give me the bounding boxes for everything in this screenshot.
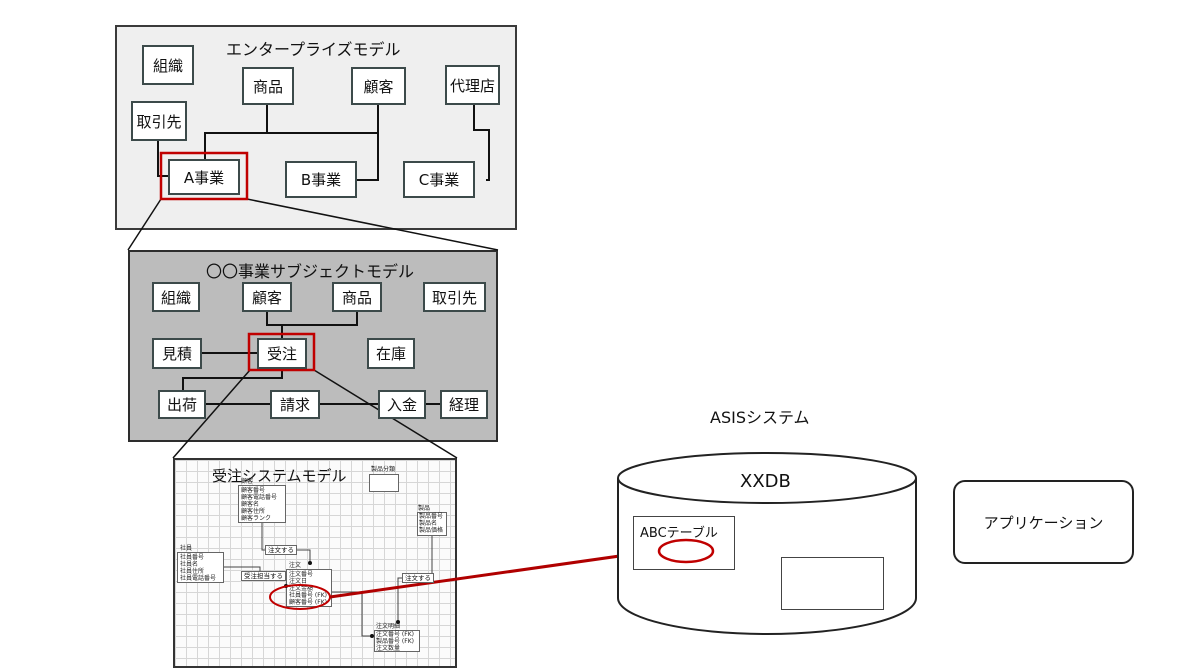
entity-label: 顧客 [251,288,282,307]
order-detail-attr: 注文番号 (FK) [376,631,414,638]
order-attr: 注文金額 [289,585,314,592]
order-detail-entity-name: 注文明細 [376,623,401,630]
application-box: アプリケーション [953,480,1134,564]
entity-label: 代理店 [449,76,495,95]
employee-attr: 社員電話番号 [180,575,217,582]
order-attr: 社員番号 (FK) [289,592,327,599]
entity-box-a-jigyo: A事業 [168,159,240,195]
subject-model-title: 〇〇事業サブジェクトモデル [206,262,415,281]
order-detail-entity [374,630,420,652]
customer-attr: 顧客ランク [241,515,272,522]
entity-label: 商品 [252,77,283,96]
product-attr: 製品番号 [419,513,444,520]
entity-label: A事業 [183,168,225,187]
system-model-title: 受注システムモデル [212,467,347,485]
relation-label-juchu-tanto: 受注担当する [241,571,286,581]
subject-box-mitsumori: 見積 [152,338,202,369]
product-attr: 製品名 [419,520,438,527]
order-attr: 顧客番号 (FK) [289,599,327,606]
subject-box-keiri: 経理 [440,390,488,419]
entity-box-shohin: 商品 [242,67,294,105]
subject-box-juchu: 受注 [257,338,307,369]
order-attr: 注文日 [289,578,308,585]
order-attr: 注文番号 [289,571,314,578]
entity-box-torihikisaki: 取引先 [131,101,187,141]
database-inner-table-box [781,557,884,610]
subject-box-soshiki: 組織 [152,282,200,312]
subject-box-zaiko: 在庫 [367,338,415,369]
customer-attr: 顧客名 [241,501,260,508]
entity-label: C事業 [418,171,460,189]
entity-label: 取引先 [431,288,477,307]
relation-label-chumon-suru-2: 注文する [402,573,434,583]
customer-attr: 顧客番号 [241,487,266,494]
customer-entity [238,485,286,523]
product-attr: 製品価格 [419,527,444,534]
product-entity [417,512,447,536]
entity-box-soshiki: 組織 [142,45,194,85]
employee-attr: 社員名 [180,561,199,568]
entity-label: 組織 [152,56,183,75]
application-label: アプリケーション [983,513,1104,532]
order-detail-attr: 製品番号 (FK) [376,638,414,645]
category-entity [369,474,399,492]
subject-box-shukka: 出荷 [158,390,206,419]
entity-label: 顧客 [363,77,394,96]
entity-box-c-jigyo: C事業 [403,161,475,198]
entity-box-kokyaku: 顧客 [351,67,406,105]
order-entity-name: 注文 [289,562,302,569]
category-label: 製品分類 [371,466,396,473]
subject-box-nyukin: 入金 [378,390,426,419]
database-name: XXDB [740,471,791,492]
entity-label: 経理 [448,396,479,414]
subject-box-seikyu: 請求 [270,390,320,419]
product-entity-name: 製品 [418,505,431,512]
abc-table-label: ABCテーブル [640,526,718,541]
entity-box-dairiten: 代理店 [445,65,500,105]
system-model-panel [173,458,457,668]
order-detail-attr: 注文数量 [376,645,401,652]
entity-label: 在庫 [375,345,406,363]
order-entity [286,569,332,607]
entity-label: 組織 [160,288,191,307]
entity-label: 請求 [279,396,310,414]
entity-label: 出荷 [166,396,197,414]
employee-entity [177,552,224,583]
employee-entity-name: 社員 [180,545,193,552]
subject-box-shohin: 商品 [332,282,382,312]
subject-box-torihikisaki: 取引先 [423,282,486,312]
entity-label: 取引先 [136,112,182,131]
entity-label: 見積 [161,345,192,363]
customer-attr: 顧客住所 [241,508,266,515]
entity-label: 入金 [386,396,417,414]
entity-label: 商品 [341,288,372,307]
employee-attr: 社員住所 [180,568,205,575]
relation-label-chumon-suru: 注文する [265,545,297,555]
entity-label: B事業 [300,171,342,189]
entity-box-b-jigyo: B事業 [285,161,357,198]
customer-entity-name: 顧客 [241,478,254,485]
employee-attr: 社員番号 [180,554,205,561]
enterprise-model-title: エンタープライズモデル [226,40,401,59]
asis-system-label: ASISシステム [710,408,810,427]
subject-box-kokyaku: 顧客 [242,282,292,312]
customer-attr: 顧客電話番号 [241,494,278,501]
entity-label: 受注 [266,345,297,363]
